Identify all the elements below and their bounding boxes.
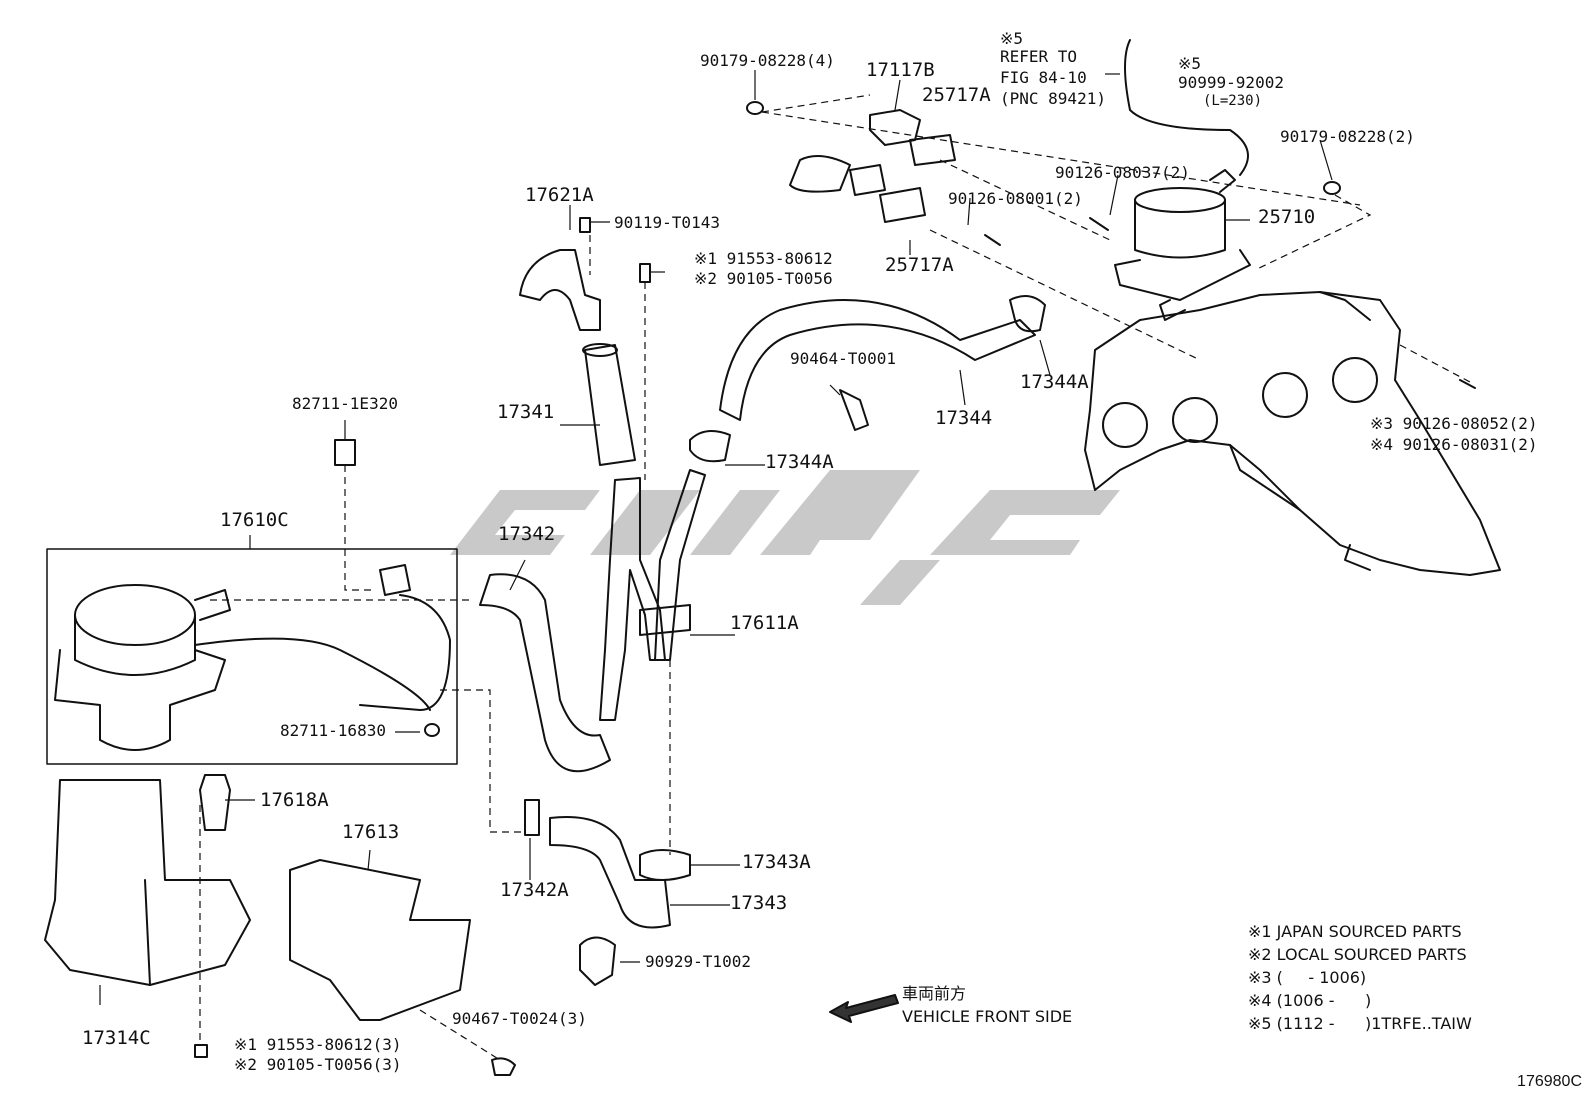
part-number-label: 17343	[730, 892, 788, 914]
part-number-label: 90929-T1002	[645, 952, 751, 971]
part-number-label: 25717A	[885, 254, 954, 276]
part-number-label: 17621A	[525, 184, 594, 206]
part-number-label: ※2 90105-T0056	[694, 269, 833, 288]
part-number-label: 82711-1E320	[292, 394, 398, 413]
footnote: ※5 (1112 - )1TRFE..TAIW	[1248, 1014, 1472, 1033]
part-number-label: 25717A	[922, 84, 991, 106]
part-number-label: 17343A	[742, 851, 811, 873]
air-pump	[54, 584, 431, 751]
part-number-label: 90126-08001(2)	[948, 189, 1083, 208]
part-number-label: 17314C	[82, 1027, 151, 1049]
part-number-label: 90126-08037(2)	[1055, 163, 1190, 182]
watermark-logo	[450, 470, 1120, 605]
footnote-mark: ※5	[1178, 54, 1202, 73]
cover-17613	[289, 859, 471, 1021]
footnote: ※4 (1006 - )	[1248, 991, 1372, 1010]
pipe-17611A	[599, 477, 666, 721]
part-number-label: 82711-16830	[280, 721, 386, 740]
footnote: ※3 ( - 1006)	[1248, 968, 1367, 987]
reference-text: REFER TO	[1000, 47, 1078, 66]
hose-17343	[549, 816, 671, 929]
part-number-label: 17342A	[500, 879, 569, 901]
part-number-label: 90464-T0001	[790, 349, 896, 368]
footnote: ※2 LOCAL SOURCED PARTS	[1248, 945, 1467, 964]
part-number-label: ※1 91553-80612	[694, 249, 833, 268]
gaskets	[789, 109, 956, 223]
reference-text: (PNC 89421)	[1000, 89, 1106, 108]
air-switching-valve	[1114, 39, 1251, 321]
part-number-label: 17344A	[1020, 371, 1089, 393]
bracket-17314C	[44, 779, 251, 986]
length-label: (L=230)	[1203, 93, 1263, 109]
part-number-label: ※1 91553-80612(3)	[234, 1035, 402, 1054]
hose-17342	[479, 573, 611, 773]
hose-17344	[719, 299, 1036, 421]
part-number-label: 17611A	[730, 612, 799, 634]
front-side-label-jp: 車両前方	[902, 984, 967, 1003]
footnote-mark: ※5	[1000, 29, 1024, 48]
part-number-label: ※2 90105-T0056(3)	[234, 1055, 402, 1074]
vehicle-front-arrow	[829, 994, 899, 1023]
footnotes: ※1 JAPAN SOURCED PARTS ※2 LOCAL SOURCED …	[1248, 920, 1472, 1035]
part-number-label: 90179-08228(2)	[1280, 127, 1415, 146]
part-number-label: 17613	[342, 821, 400, 843]
front-side-label: VEHICLE FRONT SIDE	[902, 1007, 1073, 1026]
part-number-label: 17344	[935, 407, 993, 429]
part-number-label: 90119-T0143	[614, 213, 720, 232]
part-number-label: 90179-08228(4)	[700, 51, 835, 70]
reference-text: FIG 84-10	[1000, 68, 1087, 87]
hose-17621A	[519, 249, 601, 331]
part-number-label: ※4 90126-08031(2)	[1370, 435, 1538, 454]
footnote: ※1 JAPAN SOURCED PARTS	[1248, 922, 1462, 941]
catalog-code: 176980C	[1517, 1073, 1582, 1090]
part-number-label: 17342	[498, 523, 556, 545]
part-number-label: ※3 90126-08052(2)	[1370, 414, 1538, 433]
hose-17341	[584, 344, 636, 466]
part-number-label: 17618A	[260, 789, 329, 811]
part-number-label: 17117B	[866, 59, 935, 81]
part-number-label: 17341	[497, 401, 555, 423]
air-pump-box	[46, 548, 458, 765]
exhaust-manifold	[1084, 291, 1501, 576]
part-number-label: 17344A	[765, 451, 834, 473]
part-number-label: 25710	[1258, 206, 1316, 228]
part-number-label: 90467-T0024(3)	[452, 1009, 587, 1028]
part-number-label: 17610C	[220, 509, 289, 531]
part-number-label: 90999-92002	[1178, 73, 1284, 92]
